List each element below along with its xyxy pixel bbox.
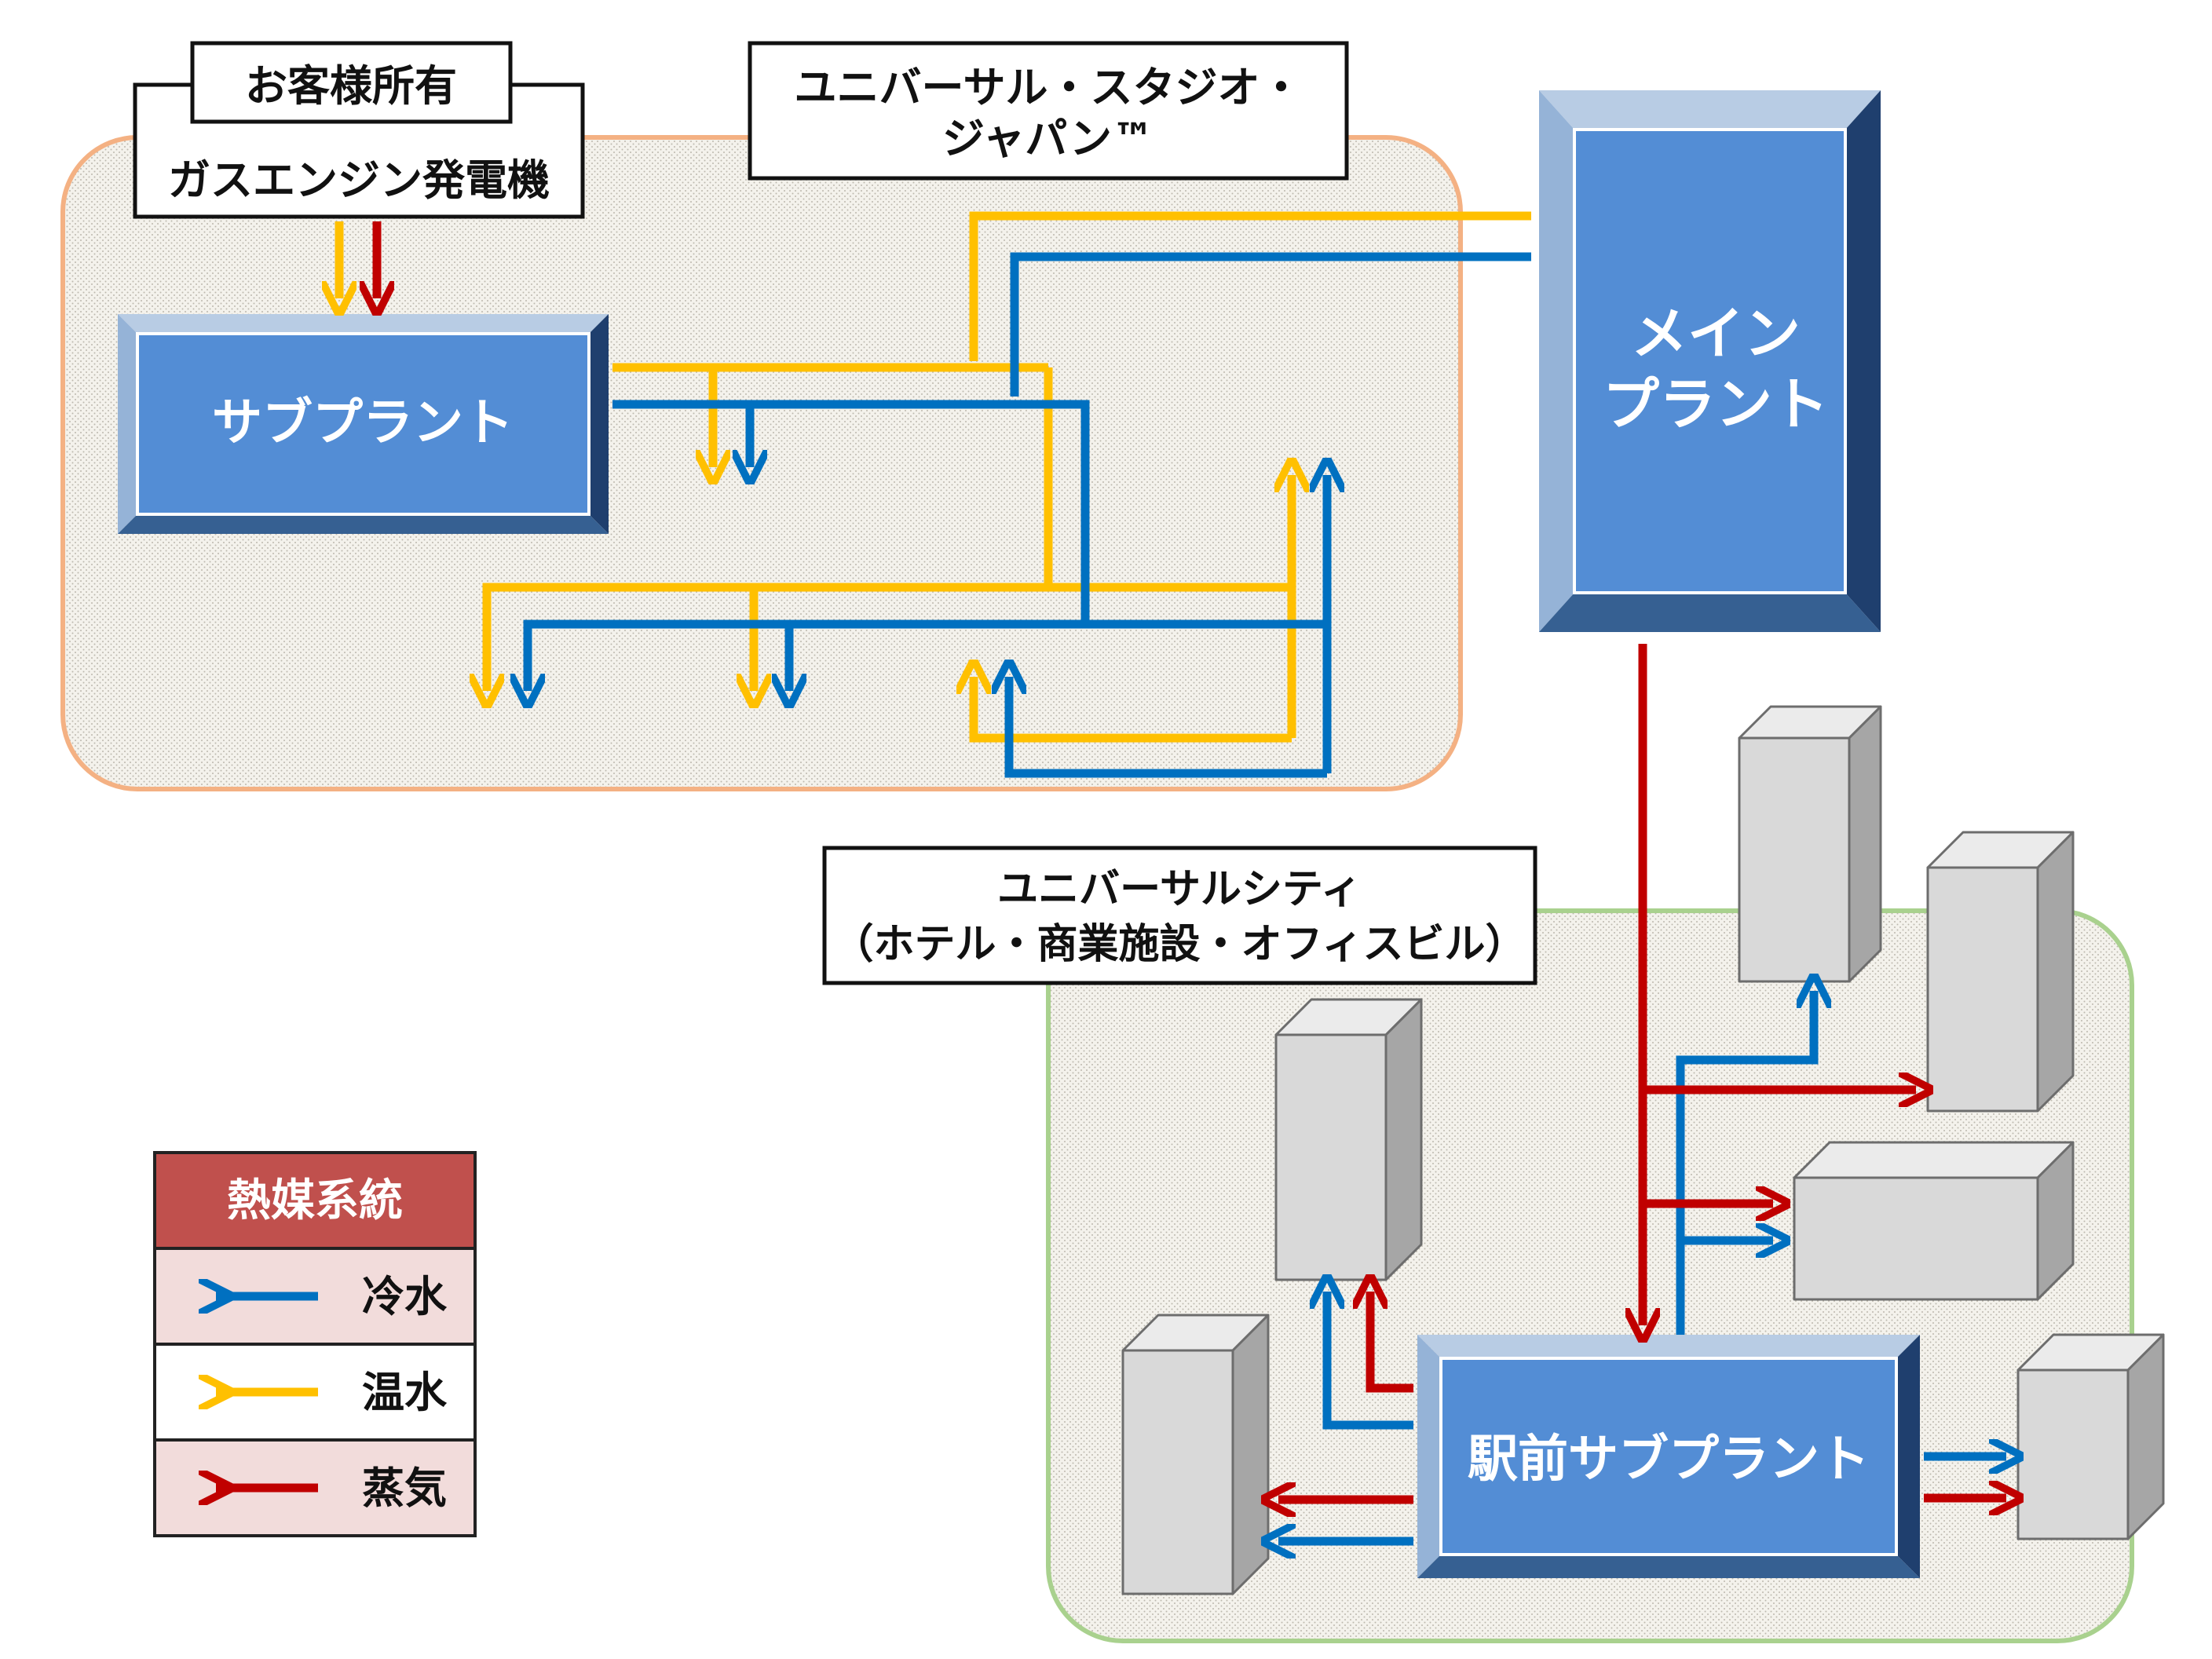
hot-water-pipes [339,211,1531,743]
city-label-box: ユニバーサルシティ （ホテル・商業施設・オフィスビル） [822,846,1537,985]
sub-plant: サブプラント [118,314,609,534]
legend-header-bg [155,1153,475,1248]
building-2 [1926,831,2075,1113]
customer-owned-label: お客様所有 [245,61,457,111]
sub-plant-label: サブプラント [212,394,514,452]
legend-title: 熱媒系統 [227,1175,403,1226]
city-label-line2: （ホテル・商業施設・オフィスビル） [833,921,1526,968]
generator-label: ガスエンジン発電機 [168,155,550,205]
station-sub-plant: 駅前サブプラント [1417,1335,1920,1578]
main-plant: メイン プラント [1539,90,1881,632]
legend-cold-label: 冷水 [362,1272,448,1321]
building-4 [1274,998,1423,1281]
usj-label-line2: ジャパン™ [942,114,1154,163]
legend-hot-label: 温水 [362,1368,448,1417]
building-1 [1738,705,1882,983]
steam-pipes [216,221,2006,1500]
building-5 [1121,1314,1270,1595]
station-sub-plant-label: 駅前サブプラント [1468,1431,1870,1489]
main-plant-label-line1: メイン [1631,301,1801,367]
building-3 [1793,1141,2075,1301]
usj-label-line1: ユニバーサル・スタジオ・ [795,63,1303,112]
city-label-line1: ユニバーサルシティ [997,866,1362,913]
legend-steam-label: 蒸気 [362,1464,447,1513]
customer-owned-box: お客様所有 [190,41,513,124]
building-6 [2016,1333,2165,1540]
legend: 熱媒系統 冷水 温水 蒸気 [153,1151,477,1537]
usj-label-box: ユニバーサル・スタジオ・ ジャパン™ [748,41,1349,181]
main-plant-label-line2: プラント [1603,371,1829,437]
